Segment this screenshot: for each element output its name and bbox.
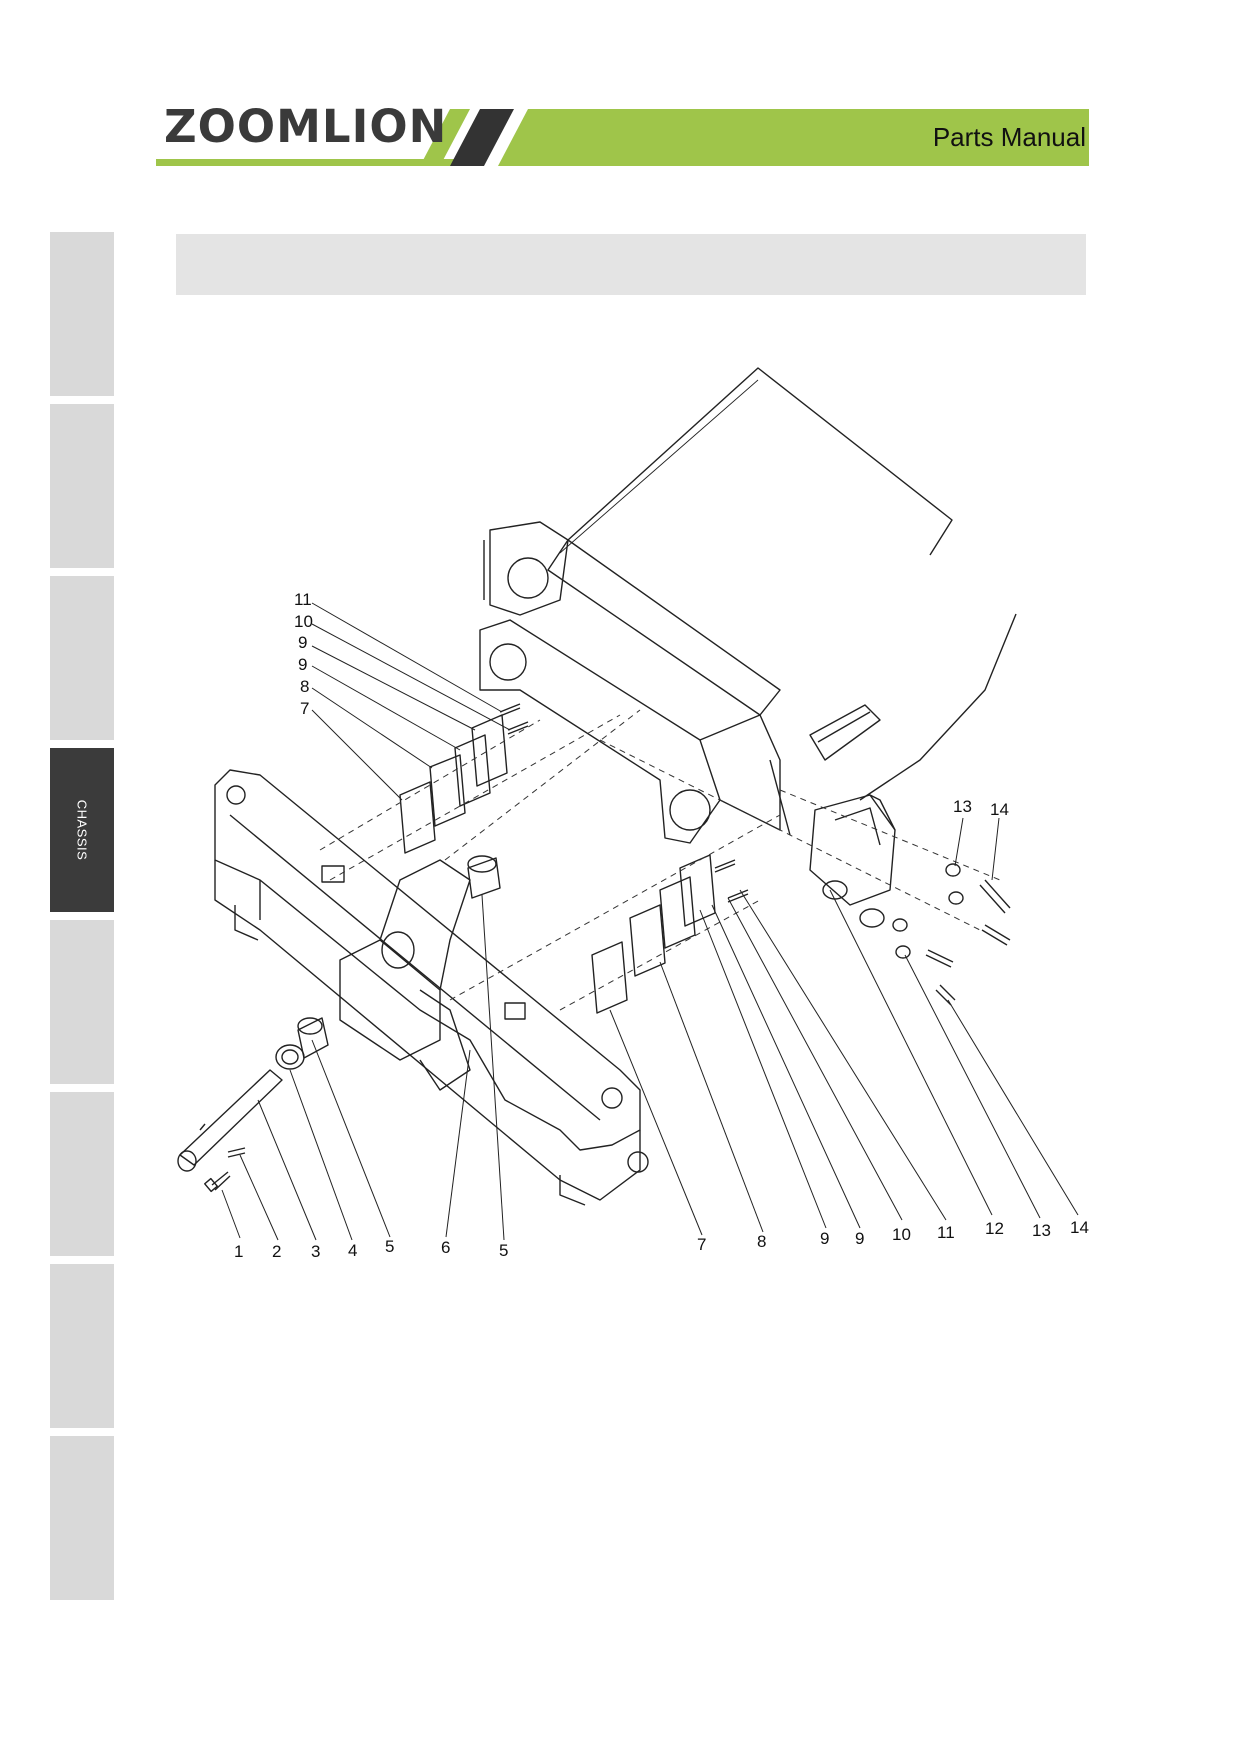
- callout-bottom-3: 3: [311, 1242, 320, 1261]
- callout-bottom-13: 13: [1032, 1221, 1051, 1240]
- section-tab-1[interactable]: [50, 232, 114, 396]
- callout-bottom-11: 11: [937, 1223, 955, 1242]
- callout-left-11: 11: [294, 590, 312, 609]
- callout-bottom-5b: 5: [499, 1241, 508, 1260]
- section-tab-8[interactable]: [50, 1436, 114, 1600]
- callout-bottom-9b: 9: [855, 1229, 864, 1248]
- section-tab-6[interactable]: [50, 1092, 114, 1256]
- callout-left-10: 10: [294, 612, 313, 631]
- section-tab-2[interactable]: [50, 404, 114, 568]
- callout-bottom-2: 2: [272, 1242, 281, 1261]
- page-header: ZOOMLION Parts Manual: [0, 0, 1239, 200]
- callout-left-9a: 9: [298, 633, 307, 652]
- section-tab-7[interactable]: [50, 1264, 114, 1428]
- callout-bottom-5a: 5: [385, 1237, 394, 1256]
- section-tab-3[interactable]: [50, 576, 114, 740]
- callout-bottom-4: 4: [348, 1241, 357, 1260]
- callout-right-14: 14: [990, 800, 1009, 819]
- callout-bottom-7: 7: [697, 1235, 706, 1254]
- callout-bottom-14: 14: [1070, 1218, 1089, 1237]
- section-tab-5[interactable]: [50, 920, 114, 1084]
- frame-top-outline: [567, 367, 953, 556]
- callout-left-8: 8: [300, 677, 309, 696]
- callout-bottom-12: 12: [985, 1219, 1004, 1238]
- callout-left-9b: 9: [298, 655, 307, 674]
- callout-right-13: 13: [953, 797, 972, 816]
- section-title-bar: [176, 234, 1086, 295]
- callout-bottom-6: 6: [441, 1238, 450, 1257]
- callout-bottom-1: 1: [234, 1242, 243, 1261]
- pin-shaft: [179, 1069, 283, 1166]
- callout-bottom-10: 10: [892, 1225, 911, 1244]
- callout-bottom-8: 8: [757, 1232, 766, 1251]
- axle-beam-outline: [214, 769, 641, 1151]
- callout-left-7: 7: [300, 699, 309, 718]
- header-graphic: [156, 109, 1089, 166]
- callout-bottom-9a: 9: [820, 1229, 829, 1248]
- manual-title: Parts Manual: [932, 122, 1086, 152]
- zoomlion-logo: ZOOMLION: [164, 100, 448, 153]
- section-tab-chassis[interactable]: CHASSIS: [50, 748, 114, 912]
- callout-labels: 11 10 9 9 8 7 13 14 1 2 3 4 5 6 5 7 8 9 …: [234, 590, 1089, 1261]
